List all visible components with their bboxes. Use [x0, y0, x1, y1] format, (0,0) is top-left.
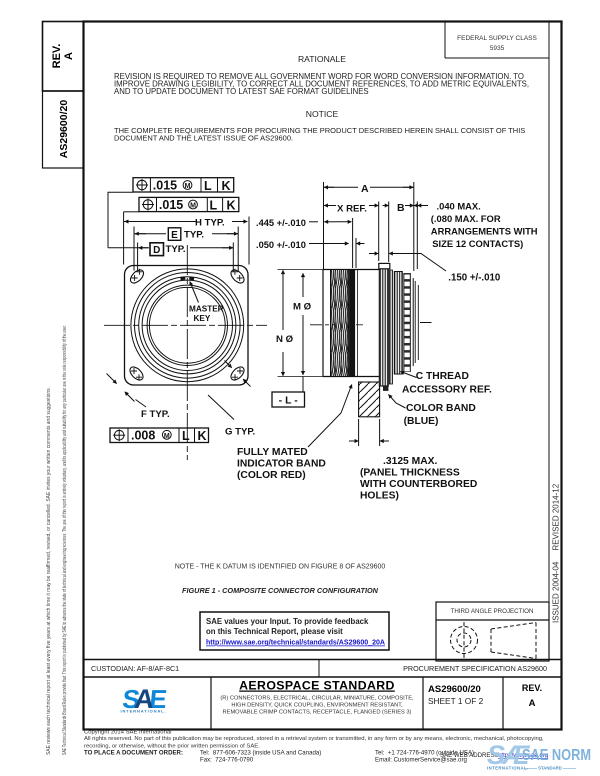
svg-text:.150 +/-.010: .150 +/-.010	[448, 273, 500, 284]
svg-text:SAE reviews each technical rep: SAE reviews each technical report at lea…	[46, 387, 52, 755]
svg-text:recording, or otherwise, witho: recording, or otherwise, without the pri…	[84, 744, 260, 750]
svg-text:ACCESSORY REF.: ACCESSORY REF.	[402, 384, 492, 395]
svg-text:A: A	[63, 52, 75, 60]
svg-text:SAE values your Input. To prov: SAE values your Input. To provide feedba…	[206, 617, 369, 626]
svg-text:F TYP.: F TYP.	[141, 409, 170, 420]
svg-text:X REF.: X REF.	[337, 204, 367, 215]
svg-text:5935: 5935	[490, 45, 505, 52]
svg-text:HIGH DENSITY, QUICK COUPLING,: HIGH DENSITY, QUICK COUPLING, ENVIRONMEN…	[231, 703, 403, 709]
svg-text:L: L	[204, 179, 212, 193]
svg-text:.445 +/-.010: .445 +/-.010	[256, 218, 306, 228]
svg-text:TYP.: TYP.	[166, 244, 186, 255]
svg-text:INTERNATIONAL.: INTERNATIONAL.	[487, 766, 529, 771]
svg-text:AEROSPACE STANDARD: AEROSPACE STANDARD	[239, 679, 395, 693]
svg-text:SÆ: SÆ	[487, 740, 531, 770]
svg-text:THE COMPLETE REQUIREMENTS FOR: THE COMPLETE REQUIREMENTS FOR PROCURING …	[114, 126, 525, 135]
svg-text:Email: CustomerService@sae.org: Email: CustomerService@sae.org	[375, 757, 467, 764]
svg-text:.008: .008	[131, 429, 155, 443]
svg-text:PROCUREMENT SPECIFICATION AS29: PROCUREMENT SPECIFICATION AS29600	[403, 664, 547, 673]
svg-text:.050 +/-.010: .050 +/-.010	[256, 240, 306, 250]
svg-text:SHEET 1 OF 2: SHEET 1 OF 2	[428, 696, 484, 706]
svg-text:K: K	[227, 199, 236, 213]
svg-text:http://www.sae.org/technical/s: http://www.sae.org/technical/standards/A…	[206, 638, 386, 647]
svg-text:E: E	[148, 684, 168, 714]
svg-text:(COLOR RED): (COLOR RED)	[237, 470, 306, 481]
svg-text:IMPROVE DRAWING LEGIBILITY, TO: IMPROVE DRAWING LEGIBILITY, TO CORRECT A…	[114, 80, 529, 89]
svg-text:A: A	[361, 183, 369, 195]
svg-text:.3125 MAX.: .3125 MAX.	[383, 456, 438, 467]
svg-text:FIGURE 1 - COMPOSITE CONNECTOR: FIGURE 1 - COMPOSITE CONNECTOR CONFIGURA…	[182, 586, 379, 595]
svg-text:ISSUED 2004-04 REVISED 201: ISSUED 2004-04 REVISED 2014-12	[552, 483, 561, 623]
svg-text:SAE WEB ADDRESS:: SAE WEB ADDRESS:	[440, 752, 501, 759]
svg-text:FULLY MATED: FULLY MATED	[237, 447, 308, 458]
svg-text:DOCUMENT AND THE LATEST ISSUE: DOCUMENT AND THE LATEST ISSUE OF AS29600…	[114, 134, 293, 143]
svg-text:B: B	[397, 202, 405, 214]
svg-text:Tel: +1 724-776-4970 (outside: Tel: +1 724-776-4970 (outside USA)	[375, 750, 474, 757]
svg-text:Tel: 877-606-7323 (inside USA: Tel: 877-606-7323 (inside USA and Canada…	[200, 750, 321, 757]
svg-text:H TYP.: H TYP.	[195, 217, 225, 228]
svg-text:(PANEL THICKNESS: (PANEL THICKNESS	[360, 468, 460, 479]
svg-text:on this Technical Report, plea: on this Technical Report, please visit	[206, 627, 343, 636]
svg-text:- L -: - L -	[279, 395, 299, 407]
svg-text:G TYP.: G TYP.	[225, 427, 255, 438]
svg-text:M: M	[190, 203, 196, 210]
svg-text:L: L	[210, 199, 218, 213]
svg-text:INTERNATIONAL.: INTERNATIONAL.	[120, 709, 166, 714]
svg-text:REV.: REV.	[51, 44, 63, 69]
svg-text:Copyright 2014 SAE Internation: Copyright 2014 SAE International	[84, 730, 171, 736]
svg-text:COLOR BAND: COLOR BAND	[406, 403, 476, 414]
svg-text:Fax: 724-776-0790: Fax: 724-776-0790	[200, 757, 254, 764]
svg-text:S: S	[121, 684, 141, 714]
svg-text:NOTE - THE K DATUM IS IDENTIFI: NOTE - THE K DATUM IS IDENTIFIED ON FIGU…	[175, 564, 386, 571]
svg-text:E: E	[171, 230, 178, 241]
svg-text:(BLUE): (BLUE)	[404, 416, 439, 427]
svg-text:AS29600/20: AS29600/20	[58, 100, 70, 159]
svg-text:AS29600/20: AS29600/20	[428, 684, 481, 695]
svg-text:CUSTODIAN: AF-8/AF-8C1: CUSTODIAN: AF-8/AF-8C1	[91, 664, 179, 673]
svg-text:NOTICE: NOTICE	[306, 109, 339, 119]
svg-text:M Ø: M Ø	[293, 302, 312, 313]
svg-text:ARRANGEMENTS WITH: ARRANGEMENTS WITH	[431, 226, 538, 237]
svg-text:.015: .015	[159, 198, 183, 212]
svg-text:.015: .015	[153, 179, 177, 193]
svg-text:THIRD ANGLE PROJECTION: THIRD ANGLE PROJECTION	[451, 608, 534, 615]
svg-text:TO PLACE A DOCUMENT ORDER:: TO PLACE A DOCUMENT ORDER:	[84, 750, 183, 757]
svg-text:MASTER: MASTER	[189, 305, 224, 314]
svg-text:L: L	[182, 429, 190, 443]
svg-text:M: M	[164, 433, 170, 440]
svg-text:K: K	[222, 179, 231, 193]
svg-text:KEY: KEY	[194, 314, 211, 323]
svg-text:D: D	[153, 245, 160, 256]
svg-text:SIZE 12 CONTACTS): SIZE 12 CONTACTS)	[432, 238, 523, 249]
svg-text:RATIONALE: RATIONALE	[298, 54, 346, 64]
svg-text:——— STANDARD ———: ——— STANDARD ———	[524, 766, 577, 771]
svg-text:.040 MAX.: .040 MAX.	[437, 201, 481, 212]
svg-text:A: A	[133, 683, 156, 714]
svg-text:N Ø: N Ø	[276, 334, 294, 345]
svg-text:SAE Technical Standards Board: SAE Technical Standards Board Rules prov…	[62, 325, 68, 755]
svg-text:HOLES): HOLES)	[360, 491, 399, 502]
svg-text:INDICATOR BAND: INDICATOR BAND	[237, 459, 326, 470]
svg-text:All rights reserved. No part o: All rights reserved. No part of this pub…	[84, 736, 544, 742]
svg-text:http://www.sae.org: http://www.sae.org	[498, 752, 548, 759]
svg-text:FEDERAL SUPPLY CLASS: FEDERAL SUPPLY CLASS	[457, 35, 537, 42]
svg-text:C THREAD: C THREAD	[416, 371, 469, 382]
svg-text:SAE NORM: SAE NORM	[522, 747, 591, 764]
svg-text:M: M	[185, 183, 191, 190]
svg-text:WITH COUNTERBORED: WITH COUNTERBORED	[360, 479, 477, 490]
svg-text:A: A	[529, 698, 536, 709]
svg-text:REVISION IS REQUIRED TO REMOVE: REVISION IS REQUIRED TO REMOVE ALL GOVER…	[114, 72, 524, 81]
svg-text:K: K	[198, 429, 207, 443]
svg-text:AND TO UPDATE DOCUMENT TO LATE: AND TO UPDATE DOCUMENT TO LATEST SAE FOR…	[114, 87, 369, 96]
svg-text:TYP.: TYP.	[184, 230, 204, 241]
svg-text:REMOVABLE CRIMP CONTACTS, RECE: REMOVABLE CRIMP CONTACTS, RECEPTACLE, FL…	[223, 710, 412, 716]
svg-text:(.080 MAX. FOR: (.080 MAX. FOR	[431, 213, 501, 224]
svg-text:REV.: REV.	[522, 683, 542, 693]
svg-text:(R) CONNECTORS, ELECTRICAL, CI: (R) CONNECTORS, ELECTRICAL, CIRCULAR, MI…	[220, 696, 414, 702]
